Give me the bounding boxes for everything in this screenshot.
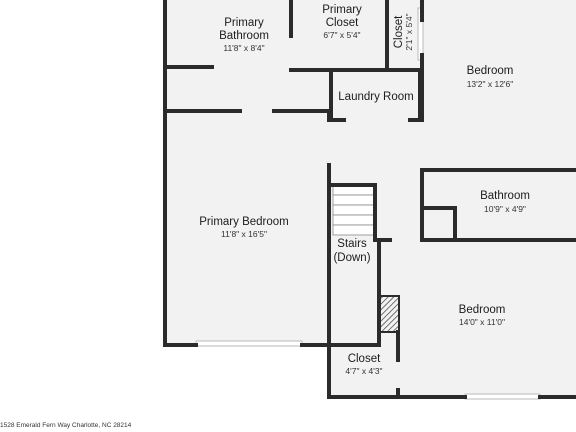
floor-primary-bedroom [165,111,329,344]
primary-closet-name-2: Closet [326,17,359,29]
floor-bathroom [422,170,576,240]
floor-bedroom-bottom [379,240,576,397]
primary-bedroom-dims: 11'8" x 16'5" [221,229,267,239]
bedroom-top-name: Bedroom [467,65,514,77]
floor-areas [165,0,576,397]
primary-bathroom-name-1: Primary [224,17,264,29]
primary-closet-dims: 6'7" x 5'4" [323,30,360,40]
primary-bathroom-name-2: Bathroom [219,30,269,42]
floor-bedroom-top [422,0,576,170]
primary-closet-name-1: Primary [322,4,362,16]
stairs-steps [332,184,376,236]
primary-bedroom-name: Primary Bedroom [199,216,288,228]
window-bedroom-bottom [464,393,541,400]
footer-address: 1528 Emerald Fern Way Charlotte, NC 2821… [0,422,132,429]
bedroom-top-dims: 13'2" x 12'6" [467,79,514,89]
walls [163,0,576,399]
stairs-name-1: Stairs [337,238,367,250]
closet-bottom-dims: 4'7" x 4'3" [345,366,382,376]
hatched-chase [378,295,400,333]
floor-closet-top [387,0,422,70]
closet-top-dims: 2'1" x 5'4" [404,13,414,50]
bedroom-bottom-dims: 14'0" x 11'0" [459,317,505,327]
laundry-room-name: Laundry Room [338,91,413,103]
bathroom-dims: 10'9" x 4'9" [484,204,526,214]
floor-primary-closet [291,0,387,70]
bathroom-name: Bathroom [480,190,530,202]
stair-step [332,214,376,226]
floor-closet-bottom [331,345,398,397]
stair-step [332,194,376,206]
closet-top-name: Closet [393,15,405,48]
stairs-name-2: (Down) [333,252,370,264]
closet-bottom-name: Closet [348,353,381,365]
primary-bathroom-dims: 11'8" x 8'4" [223,43,264,53]
stair-step [332,204,376,216]
room-labels: Primary Bathroom 11'8" x 8'4" Primary Cl… [199,4,530,376]
window-primary-bedroom [195,340,303,347]
bedroom-bottom-name: Bedroom [459,304,506,316]
stair-step [332,224,376,236]
